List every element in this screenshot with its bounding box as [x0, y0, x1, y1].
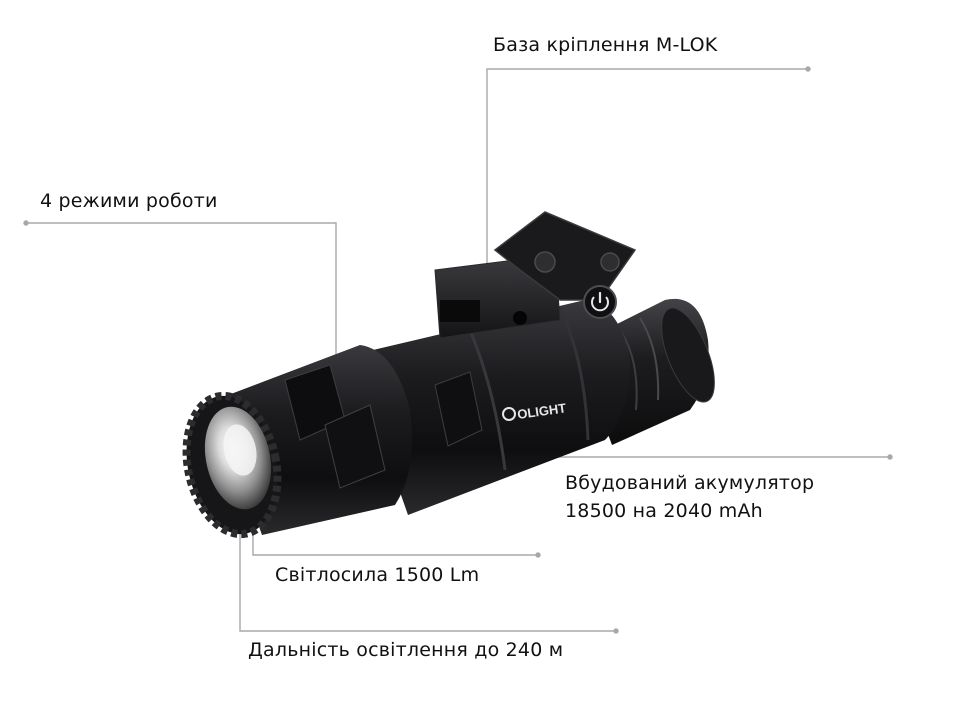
- mlok-mount: [434, 211, 637, 339]
- olight-logo-icon: [502, 407, 516, 421]
- leader-line-mount: [486, 68, 808, 282]
- head-fin: [324, 404, 386, 489]
- mount-hole: [513, 311, 527, 325]
- leader-dot-range: [613, 628, 619, 634]
- leader-dot-lumens: [535, 552, 541, 558]
- callout-battery-line2: 18500 на 2040 mAh: [565, 499, 763, 522]
- leader-line-modes: [26, 222, 337, 389]
- callout-modes: 4 режими роботи: [40, 190, 218, 212]
- flashlight: OLIGHT: [182, 211, 715, 539]
- leader-dot-mount: [805, 66, 811, 72]
- brand-logo-text: OLIGHT: [516, 400, 567, 422]
- callout-lumens: Світлосила 1500 Lm: [275, 564, 480, 586]
- mount-slot: [440, 300, 480, 322]
- body-ring: [468, 329, 507, 471]
- power-icon: [583, 285, 617, 319]
- callout-battery: Вбудований акумулятор 18500 на 2040 mAh: [565, 470, 814, 525]
- leader-line-range: [239, 520, 616, 632]
- mount-screw: [534, 251, 556, 273]
- callout-range: Дальність освітлення до 240 м: [248, 639, 564, 661]
- lens-reflector: [223, 424, 257, 476]
- flashlight-body: [352, 300, 630, 515]
- head-fin: [434, 371, 483, 447]
- tail-groove: [619, 329, 638, 411]
- flashlight-tail-cap: [661, 307, 715, 403]
- callout-mount: База кріплення M-LOK: [493, 34, 718, 56]
- callout-battery-line1: Вбудований акумулятор: [565, 472, 815, 494]
- tail-groove: [639, 317, 660, 401]
- leader-dot-modes: [23, 220, 29, 226]
- body-ring: [558, 307, 590, 441]
- mount-screw: [600, 252, 620, 272]
- leader-dot-battery: [887, 454, 893, 460]
